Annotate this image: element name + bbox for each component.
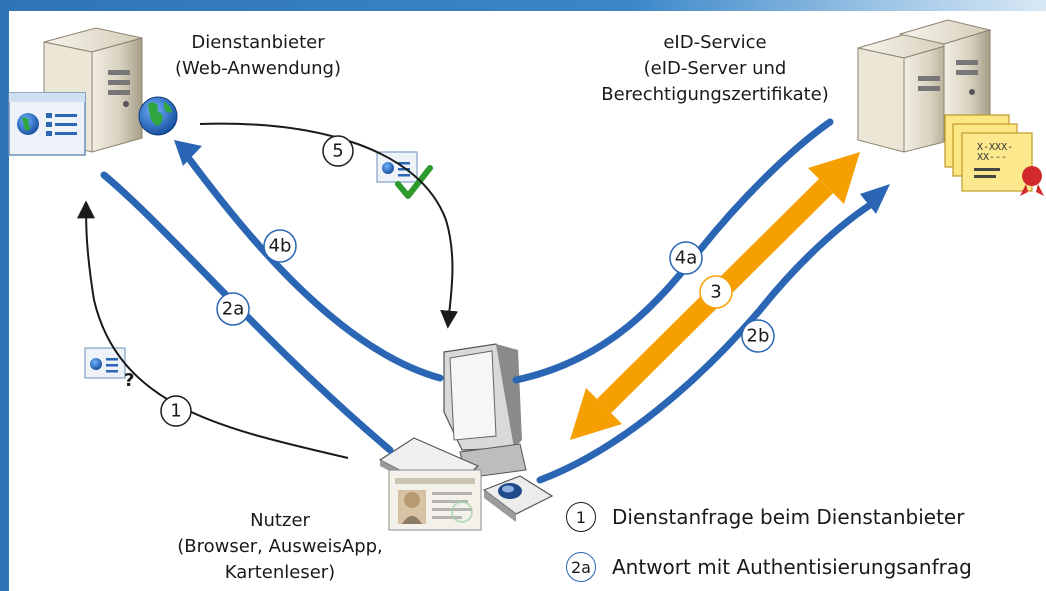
top-frame-bar (0, 0, 1046, 11)
step-marker-4a: 4a (669, 241, 703, 275)
flow-4b-arrowhead (174, 140, 202, 166)
user-label-line3: Kartenleser) (224, 562, 336, 583)
id-card-icon (388, 469, 482, 531)
question-mark-icon: ? (124, 370, 134, 391)
provider-label-line2: (Web-Anwendung) (175, 58, 341, 79)
svg-text:4a: 4a (675, 248, 697, 269)
step-marker-4b: 4b (263, 229, 297, 263)
legend-text-1: Dienstanfrage beim Dienstanbieter (612, 505, 965, 529)
user-label: Nutzer (Browser, AusweisApp, Kartenleser… (165, 508, 395, 586)
legend-item-1: 1 Dienstanfrage beim Dienstanbieter (566, 500, 964, 534)
svg-text:3: 3 (710, 282, 721, 303)
eid-label-line1: eID-Service (663, 32, 767, 53)
checkmark-icon (395, 165, 433, 199)
monitor-icon (443, 343, 527, 479)
provider-label: Dienstanbieter (Web-Anwendung) (168, 30, 348, 82)
eid-server-icon (857, 19, 992, 153)
request-document-icon (84, 347, 126, 379)
response-document-icon (376, 151, 418, 183)
user-label-line1: Nutzer (250, 510, 310, 531)
certificate-text-2: XX--- (977, 152, 1007, 163)
legend-item-2a: 2a Antwort mit Authentisierungsanfrag (566, 550, 972, 584)
flow-2a-line (100, 171, 394, 454)
certificate-icon: X-XXX- XX--- (944, 114, 1044, 196)
legend-marker-1: 1 (566, 502, 596, 532)
svg-text:2a: 2a (222, 299, 244, 320)
legend-marker-2a: 2a (566, 552, 596, 582)
svg-text:2b: 2b (747, 326, 770, 347)
svg-text:1: 1 (170, 401, 181, 422)
left-frame-bar (0, 11, 9, 591)
eid-service-label: eID-Service (eID-Server und Berechtigung… (580, 30, 850, 108)
step-marker-3: 3 (699, 275, 733, 309)
provider-label-line1: Dienstanbieter (191, 32, 325, 53)
globe-icon (138, 96, 178, 136)
card-reader-icon (482, 475, 554, 522)
svg-text:4b: 4b (269, 236, 292, 257)
step-marker-2a: 2a (216, 292, 250, 326)
svg-text:5: 5 (332, 141, 343, 162)
flow-5-arrow (199, 122, 459, 329)
step-marker-5: 5 (322, 135, 354, 167)
user-label-line2: (Browser, AusweisApp, (177, 536, 383, 557)
eid-label-line2: (eID-Server und (643, 58, 787, 79)
eid-label-line3: Berechtigungszertifikate) (601, 84, 829, 105)
flow-4b-line (186, 156, 444, 382)
step-marker-2b: 2b (741, 319, 775, 353)
certificate-text-1: X-XXX- (977, 142, 1013, 153)
flow-1-arrow (77, 200, 349, 459)
step-marker-1: 1 (160, 395, 192, 427)
browser-window-icon (8, 92, 86, 156)
legend-text-2a: Antwort mit Authentisierungsanfrag (612, 555, 972, 579)
flow-2b-arrowhead (860, 184, 890, 214)
